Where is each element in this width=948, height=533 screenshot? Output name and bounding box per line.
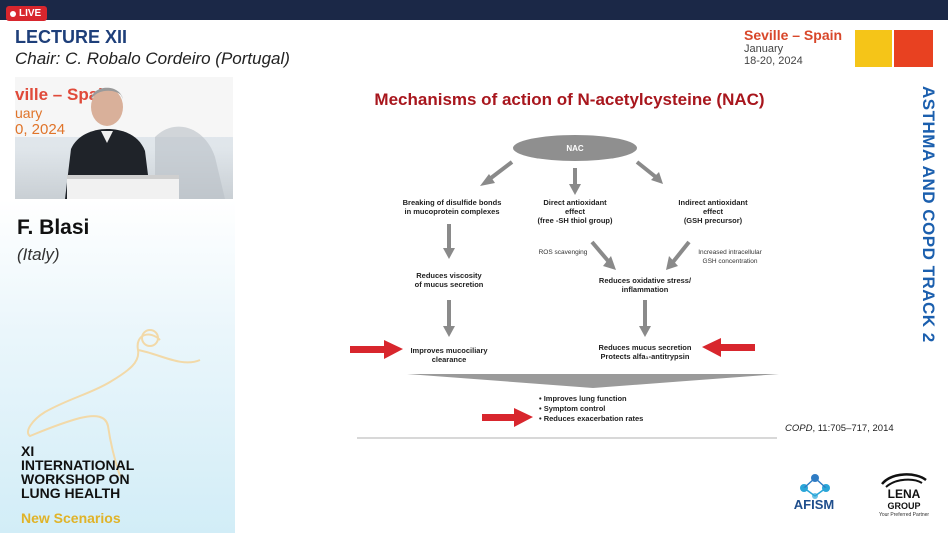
workshop-title: XI INTERNATIONAL WORKSHOP ON LUNG HEALTH: [21, 444, 134, 500]
convergence-chevron: [407, 374, 779, 388]
event-month: January: [744, 43, 784, 55]
live-label: LIVE: [19, 8, 42, 19]
branch-right-line2: effect: [702, 207, 723, 216]
clearance-line2: clearance: [431, 355, 467, 364]
gsh-conc-line1: Increased intracellular: [698, 249, 762, 256]
track-label: ASTHMA AND COPD TRACK 2: [919, 86, 938, 343]
speaker-video: ville – Spain uary 0, 2024: [15, 77, 233, 199]
workshop-line: XI: [21, 443, 35, 459]
event-dates: 18-20, 2024: [744, 55, 803, 67]
ros-label: ROS scavenging: [538, 249, 588, 256]
lena-line2: GROUP: [887, 501, 921, 511]
red-arrow-bottom: [482, 414, 514, 421]
nac-oval: [513, 135, 637, 161]
branch-right-line1: Indirect antioxidant: [678, 198, 748, 207]
lena-line1: LENA: [887, 487, 921, 501]
outcome-item: Reduces exacerbation rates: [539, 414, 644, 424]
branch-mid: Direct antioxidant effect (free -SH thio…: [519, 198, 631, 225]
nac-label: NAC: [566, 144, 584, 153]
oxidative-line2: inflammation: [621, 285, 669, 294]
lena-tagline: Your Preferred Partner: [878, 512, 930, 518]
video-banner-month: uary: [15, 105, 43, 121]
gsh-concentration: Increased intracellular GSH concentratio…: [685, 248, 775, 266]
branch-mid-line1: Direct antioxidant: [543, 198, 607, 207]
workshop-line: INTERNATIONAL: [21, 457, 135, 473]
arrow-mid-diag: [590, 240, 611, 264]
top-bar: [0, 0, 948, 20]
speaker-name: F. Blasi: [17, 216, 90, 239]
branch-left-line1: Breaking of disulfide bonds: [402, 198, 502, 207]
oxidative-line1: Reduces oxidative stress/: [598, 276, 692, 285]
mechanism-diagram: [350, 135, 779, 439]
video-banner-city: ville – Spain: [15, 85, 114, 104]
branch-left: Breaking of disulfide bonds in mucoprote…: [382, 198, 522, 216]
mucus-label: Reduces mucus secretion Protects alfa₁-a…: [587, 343, 703, 361]
arrow-right-diag: [671, 240, 691, 264]
mucus-line1: Reduces mucus secretion: [598, 343, 692, 352]
citation: COPD, 11:705–717, 2014: [785, 423, 894, 434]
video-background-banner: ville – Spain uary 0, 2024: [15, 77, 233, 138]
workshop-line: LUNG HEALTH: [21, 485, 121, 501]
presentation-slide: Mechanisms of action of N-acetylcysteine…: [237, 76, 902, 448]
branch-left-line2: in mucoprotein complexes: [404, 207, 500, 216]
clearance-line1: Improves mucociliary: [410, 346, 488, 355]
video-banner-dates: 0, 2024: [15, 121, 66, 138]
slide-title: Mechanisms of action of N-acetylcysteine…: [374, 90, 765, 109]
mucus-line2: Protects alfa₁-antitrypsin: [600, 352, 690, 361]
red-arrow-right: [721, 344, 755, 351]
citation-journal: COPD: [785, 423, 813, 434]
live-badge: LIVE: [6, 6, 48, 21]
lecture-title: LECTURE XII: [15, 27, 128, 47]
speaker-country: (Italy): [17, 245, 60, 264]
afism-logo-icon: [800, 474, 830, 499]
viscosity-line2: of mucus secretion: [414, 280, 484, 289]
citation-ref: , 11:705–717, 2014: [812, 423, 894, 434]
outcome-list: Improves lung function Symptom control R…: [539, 394, 644, 424]
gsh-conc-line2: GSH concentration: [702, 258, 758, 265]
decorative-background: [0, 200, 235, 533]
viscosity-label: Reduces viscosity of mucus secretion: [397, 271, 501, 289]
afism-logo-text: AFISM: [793, 497, 835, 512]
branch-mid-line2: effect: [564, 207, 585, 216]
branch-mid-line3: (free -SH thiol group): [537, 216, 613, 225]
lena-logo-icon: [881, 473, 927, 488]
speaker-figure: [65, 87, 225, 199]
lena-logo-text: LENA GROUP: [872, 488, 936, 512]
oxidative-label: Reduces oxidative stress/ inflammation: [587, 276, 703, 294]
event-logo-yellow-square: [855, 30, 892, 67]
workshop-line: WORKSHOP ON: [21, 471, 130, 487]
decorative-figure-illustration: [26, 329, 201, 477]
viscosity-line1: Reduces viscosity: [416, 271, 482, 280]
arrow-nac-right: [635, 160, 659, 180]
chair-line: Chair: C. Robalo Cordeiro (Portugal): [15, 49, 290, 68]
branch-right-line3: (GSH precursor): [683, 216, 743, 225]
event-city: Seville – Spain: [744, 27, 843, 43]
red-arrow-left: [350, 346, 384, 353]
live-dot-icon: [10, 10, 16, 17]
workshop-subtitle: New Scenarios: [21, 510, 121, 526]
clearance-label: Improves mucociliary clearance: [399, 346, 499, 364]
branch-right: Indirect antioxidant effect (GSH precurs…: [657, 198, 769, 225]
event-logo-red-square: [894, 30, 933, 67]
outcome-item: Improves lung function: [539, 394, 643, 404]
outcome-item: Symptom control: [539, 404, 643, 414]
